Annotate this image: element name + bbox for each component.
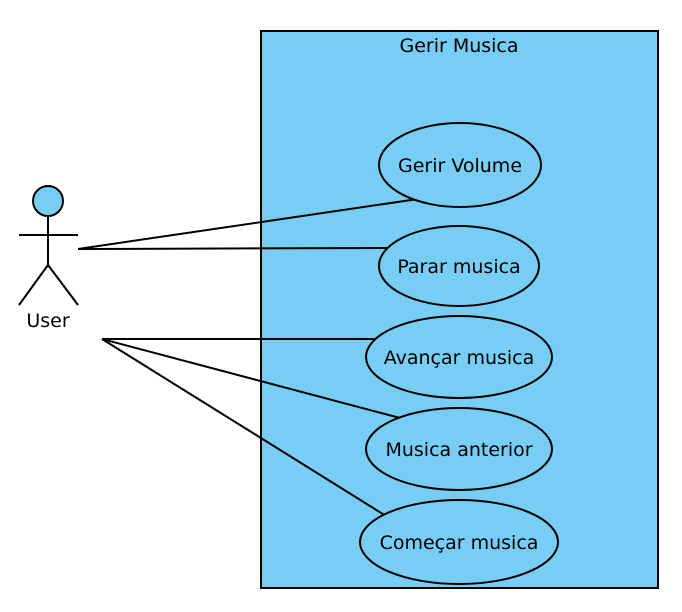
use-case-ellipse [378,225,540,307]
use-case-comecar-musica[interactable]: Começar musica [359,499,559,585]
use-case-parar-musica[interactable]: Parar musica [378,225,540,307]
use-case-label: Avançar musica [384,347,535,369]
actor-right-leg [47,264,79,306]
use-case-gerir-volume[interactable]: Gerir Volume [378,122,542,208]
actor-user[interactable]: User [18,185,79,332]
use-case-musica-anterior[interactable]: Musica anterior [365,407,553,491]
use-case-label: Começar musica [380,532,539,554]
use-case-label: Parar musica [397,256,520,278]
actor-left-leg [18,264,49,306]
use-case-ellipse [365,407,553,491]
use-case-ellipse [365,315,553,399]
use-case-ellipse [359,499,559,585]
use-case-avancar-musica[interactable]: Avançar musica [365,315,553,399]
use-case-ellipse [378,122,542,208]
association-parar-musica [77,247,391,250]
system-title: Gerir Musica [399,35,518,57]
association-musica-anterior [101,338,401,419]
actor-head [32,185,64,217]
association-gerir-volume [77,198,419,250]
use-case-label: Musica anterior [385,439,532,461]
use-case-label: Gerir Volume [398,155,522,177]
association-comecar-musica [101,338,387,517]
associations [77,198,419,517]
actor-label: User [26,310,69,332]
